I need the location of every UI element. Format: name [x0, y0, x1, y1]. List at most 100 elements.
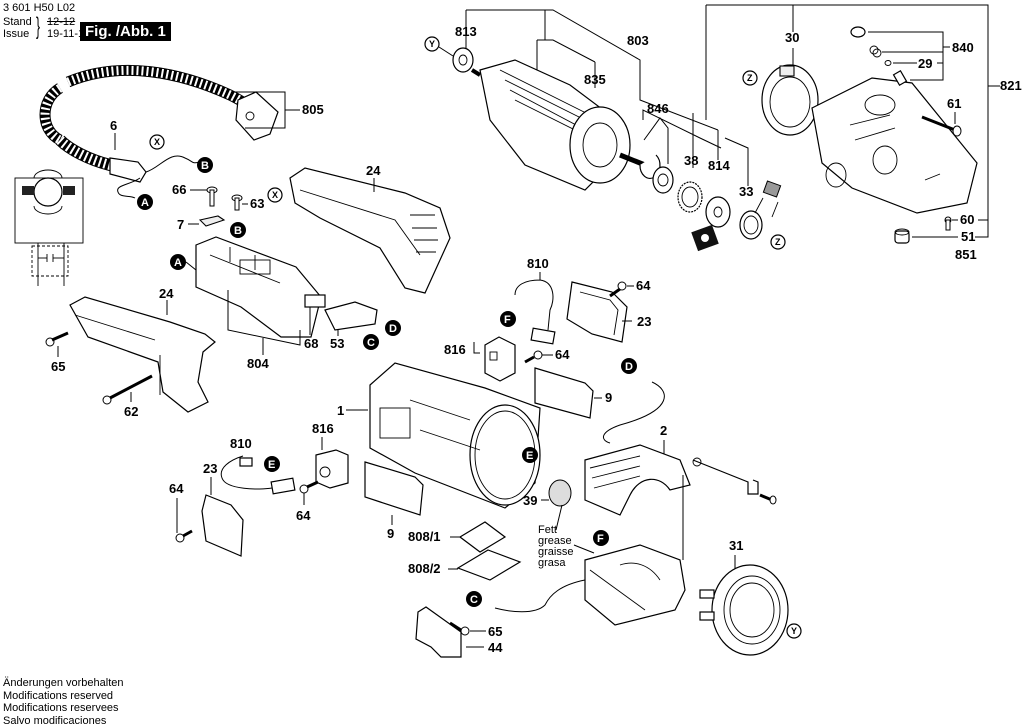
- callout-F-lower[interactable]: F: [593, 530, 609, 546]
- label-23-lower[interactable]: 23: [203, 461, 217, 476]
- screw-63[interactable]: [232, 195, 242, 210]
- switch-body-804[interactable]: [196, 237, 321, 337]
- bracket-right[interactable]: [693, 458, 758, 494]
- callout-B-lower[interactable]: B: [230, 222, 246, 238]
- bearing-813[interactable]: [453, 48, 473, 72]
- label-805[interactable]: 805: [302, 102, 324, 117]
- screw-62[interactable]: [103, 376, 152, 404]
- cover-plate-9-upper[interactable]: [535, 368, 593, 418]
- screw-64-lower-left[interactable]: [176, 531, 192, 542]
- label-64-lower-left[interactable]: 64: [169, 481, 184, 496]
- switch-slider-53[interactable]: [325, 302, 377, 330]
- label-24-lower[interactable]: 24: [159, 286, 174, 301]
- spindle-lock-840[interactable]: [851, 27, 906, 85]
- bearing-cage-38[interactable]: [678, 182, 702, 212]
- callout-Y-bottom[interactable]: Y: [787, 624, 801, 638]
- screw-64-lower-mid[interactable]: [300, 482, 318, 493]
- callout-F-upper[interactable]: F: [500, 311, 516, 327]
- label-31[interactable]: 31: [729, 538, 743, 553]
- field-coil-lower[interactable]: [585, 545, 685, 625]
- label-64-upper-mid[interactable]: 64: [555, 347, 570, 362]
- label-9-lower[interactable]: 9: [387, 526, 394, 541]
- screw-66[interactable]: [207, 187, 217, 206]
- bearing-33[interactable]: [740, 211, 762, 239]
- label-803[interactable]: 803: [627, 33, 649, 48]
- label-816-lower[interactable]: 816: [312, 421, 334, 436]
- label-24-upper[interactable]: 24: [366, 163, 381, 178]
- cap-851[interactable]: [895, 229, 909, 243]
- label-plate-808-1[interactable]: [460, 522, 505, 552]
- label-23-upper[interactable]: 23: [637, 314, 651, 329]
- label-39[interactable]: 39: [523, 493, 537, 508]
- washer-846[interactable]: [653, 167, 673, 193]
- clamp-7[interactable]: [200, 216, 224, 226]
- callout-D-lower[interactable]: D: [621, 358, 637, 374]
- label-2[interactable]: 2: [660, 423, 667, 438]
- label-840[interactable]: 840: [952, 40, 974, 55]
- label-38[interactable]: 38: [684, 153, 698, 168]
- label-810-lower[interactable]: 810: [230, 436, 252, 451]
- callout-E-housing[interactable]: E: [522, 447, 538, 463]
- label-835[interactable]: 835: [584, 72, 606, 87]
- bearing-814[interactable]: [706, 197, 730, 227]
- label-808-1[interactable]: 808/1: [408, 529, 441, 544]
- callout-Z-bearing[interactable]: Z: [771, 235, 785, 249]
- label-813[interactable]: 813: [455, 24, 477, 39]
- label-804[interactable]: 804: [247, 356, 269, 371]
- cover-23-lower[interactable]: [202, 495, 243, 556]
- label-1[interactable]: 1: [337, 403, 344, 418]
- label-61[interactable]: 61: [947, 96, 961, 111]
- callout-B-upper[interactable]: B: [197, 157, 213, 173]
- callout-E-lower-left[interactable]: E: [264, 456, 280, 472]
- label-65-clip[interactable]: 65: [488, 624, 502, 639]
- callout-X-cord[interactable]: X: [150, 135, 164, 149]
- label-9-upper[interactable]: 9: [605, 390, 612, 405]
- part-68[interactable]: [305, 295, 325, 307]
- callout-Z-cover[interactable]: Z: [743, 71, 757, 85]
- label-65-handle[interactable]: 65: [51, 359, 65, 374]
- label-62[interactable]: 62: [124, 404, 138, 419]
- callout-Y-top[interactable]: Y: [425, 37, 439, 51]
- label-53[interactable]: 53: [330, 336, 344, 351]
- label-29[interactable]: 29: [918, 56, 932, 71]
- screw-64-upper-right[interactable]: [610, 282, 626, 296]
- label-plate-808-2[interactable]: [458, 550, 520, 580]
- label-64-lower-mid[interactable]: 64: [296, 508, 311, 523]
- label-60[interactable]: 60: [960, 212, 974, 227]
- brush-retainer[interactable]: [755, 181, 781, 217]
- label-846[interactable]: 846: [647, 101, 669, 116]
- label-66[interactable]: 66: [172, 182, 186, 197]
- label-808-2[interactable]: 808/2: [408, 561, 441, 576]
- screw-60[interactable]: [945, 217, 951, 230]
- brush-810-upper[interactable]: [531, 328, 555, 344]
- brush-holder-816-upper[interactable]: [485, 337, 515, 381]
- label-51[interactable]: 51: [961, 229, 975, 244]
- handle-half-24-upper[interactable]: [290, 168, 450, 293]
- handle-half-24-lower[interactable]: [70, 297, 215, 412]
- label-7[interactable]: 7: [177, 217, 184, 232]
- clip-44[interactable]: [416, 607, 461, 657]
- label-30[interactable]: 30: [785, 30, 799, 45]
- brush-holder-816-lower[interactable]: [316, 450, 348, 488]
- armature-835[interactable]: [472, 60, 645, 190]
- callout-X-handle[interactable]: X: [268, 188, 282, 202]
- callout-A-lower[interactable]: A: [170, 254, 186, 270]
- cover-plate-30[interactable]: [762, 65, 818, 135]
- label-6[interactable]: 6: [110, 118, 117, 133]
- power-cord-805[interactable]: [45, 70, 278, 198]
- label-814[interactable]: 814: [708, 158, 730, 173]
- callout-D-upper[interactable]: D: [385, 320, 401, 336]
- label-816-upper[interactable]: 816: [444, 342, 466, 357]
- label-851[interactable]: 851: [955, 247, 977, 262]
- callout-C-lower[interactable]: C: [466, 591, 482, 607]
- label-64-upper-right[interactable]: 64: [636, 278, 651, 293]
- label-33[interactable]: 33: [739, 184, 753, 199]
- label-821[interactable]: 821: [1000, 78, 1022, 93]
- screw-64-upper-mid[interactable]: [525, 351, 542, 362]
- felt-ring-39[interactable]: [549, 480, 571, 506]
- label-44[interactable]: 44: [488, 640, 503, 655]
- label-810-upper[interactable]: 810: [527, 256, 549, 271]
- label-68[interactable]: 68: [304, 336, 318, 351]
- screw-bracket[interactable]: [760, 495, 776, 504]
- label-63[interactable]: 63: [250, 196, 264, 211]
